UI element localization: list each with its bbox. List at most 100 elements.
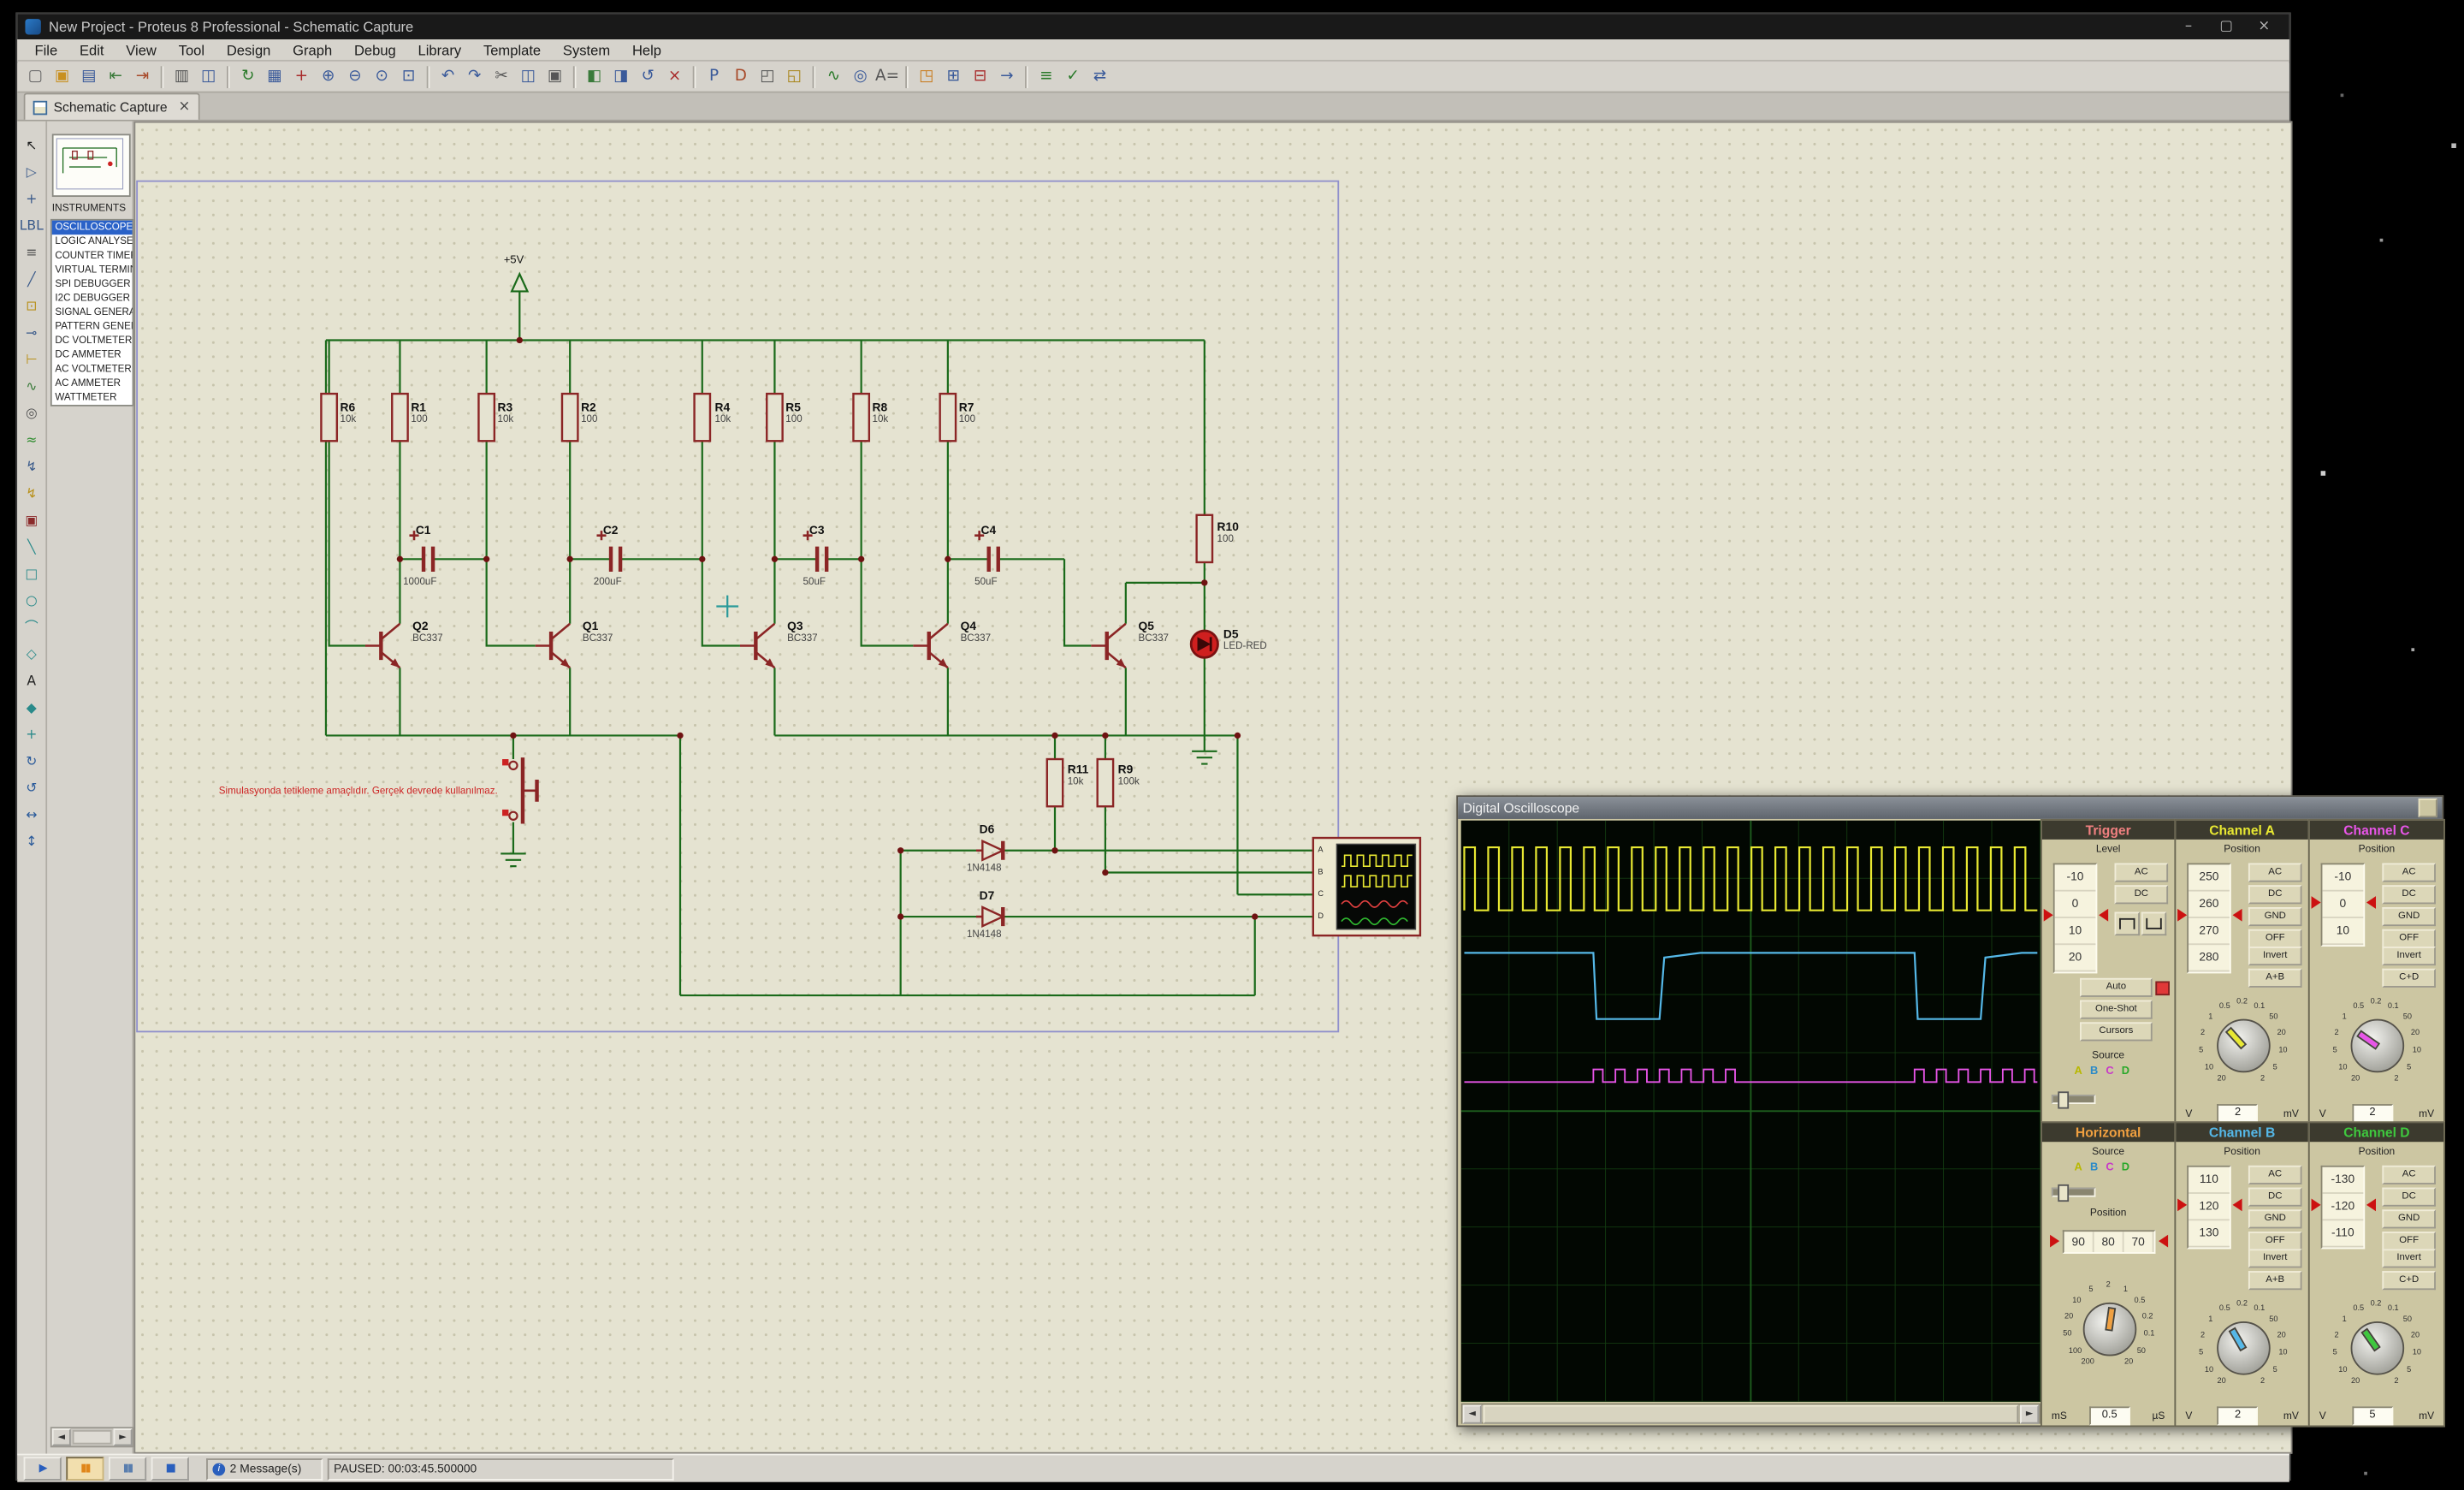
tab-schematic-capture[interactable]: Schematic Capture × [24,93,200,120]
terminals-mode-icon[interactable]: ⊸ [18,321,44,346]
sum-button[interactable]: A+B [2248,969,2302,988]
trigger-level-wheel[interactable]: -1001020 [2053,863,2098,973]
block-copy-icon[interactable]: ◧ [581,64,607,89]
design-explorer-icon[interactable]: ◳ [913,64,939,89]
redo-icon[interactable]: ↷ [461,64,488,89]
component-label[interactable]: R410k [714,400,731,427]
y-mirror-icon[interactable]: ↕ [18,830,44,855]
source-channel-label[interactable]: D [2118,1162,2133,1173]
graph-mode-icon[interactable]: ∿ [18,375,44,400]
coupling-button[interactable]: DC [2382,885,2436,904]
source-channel-label[interactable]: A [2070,1162,2086,1173]
component-label[interactable]: R1110k [1068,763,1089,790]
coupling-button[interactable]: GND [2248,1209,2302,1228]
source-channel-label[interactable]: C [2102,1162,2118,1173]
print-icon[interactable]: ▥ [169,64,195,89]
subcircuit-mode-icon[interactable]: ⊡ [18,294,44,319]
component-label[interactable]: R7100 [959,400,975,427]
make-device-icon[interactable]: D [727,64,754,89]
schematic-overview[interactable] [52,134,131,197]
2d-line-icon[interactable]: ╲ [18,536,44,561]
oscilloscope-titlebar[interactable]: Digital Oscilloscope [1458,797,2442,819]
toggle-grid-icon[interactable]: ▦ [261,64,287,89]
device-pins-mode-icon[interactable]: ⊢ [18,348,44,373]
invert-button[interactable]: Invert [2248,1249,2302,1267]
menu-item[interactable]: Tool [168,40,216,59]
horizontal-source-select[interactable]: ABCD [2070,1162,2134,1173]
coupling-button[interactable]: OFF [2382,929,2436,948]
refresh-display-icon[interactable]: ↻ [234,64,261,89]
coupling-button[interactable]: OFF [2382,1232,2436,1250]
component-label[interactable]: R1100 [411,400,427,427]
coupling-button[interactable]: OFF [2248,929,2302,948]
component-label[interactable]: Q5BC337 [1139,619,1169,646]
one-shot-button[interactable]: One-Shot [2080,1000,2153,1019]
schematic-note[interactable]: Simulasyonda tetikleme amaçlıdır. Gerçek… [219,786,498,797]
buses-mode-icon[interactable]: ╱ [18,268,44,293]
menu-item[interactable]: Graph [281,40,343,59]
coupling-button[interactable]: AC [2115,863,2169,882]
menu-item[interactable]: Design [216,40,281,59]
virtual-instruments-mode-icon[interactable]: ▣ [18,508,44,533]
channel-d-scale-knob[interactable]: 20105210.50.20.150201052 [2319,1290,2433,1404]
component-value[interactable]: 200uF [594,577,622,588]
coupling-button[interactable]: AC [2248,1166,2302,1184]
oscilloscope-scrollbar[interactable]: ◄ ► [1461,1404,2040,1424]
cursors-button[interactable]: Cursors [2080,1022,2153,1041]
scroll-thumb[interactable] [1484,1404,2019,1423]
2d-circle-icon[interactable]: ○ [18,589,44,614]
instrument-item[interactable]: DC VOLTMETER [52,334,133,348]
scroll-right-icon[interactable]: ► [2020,1404,2039,1423]
source-channel-label[interactable]: C [2102,1066,2118,1077]
scroll-left-icon[interactable]: ◄ [1463,1404,1482,1423]
undo-icon[interactable]: ↶ [435,64,461,89]
component-label[interactable]: C3 [809,523,825,537]
channel-a-position-wheel[interactable]: 250260270280 [2187,863,2231,973]
current-probe-mode-icon[interactable]: ↯ [18,482,44,507]
zoom-all-icon[interactable]: ⊙ [369,64,395,89]
rotate-clockwise-icon[interactable]: ↻ [18,750,44,775]
component-mode-icon[interactable]: ▷ [18,161,44,186]
2d-arc-icon[interactable]: ⌒ [18,616,44,641]
packaging-tool-icon[interactable]: ◰ [755,64,781,89]
new-project-icon[interactable]: ▢ [22,64,49,89]
copy-icon[interactable]: ◫ [515,64,542,89]
component-label[interactable]: Q3BC337 [787,619,817,646]
component-label[interactable]: R610k [341,400,357,427]
goto-sheet-icon[interactable]: → [993,64,1020,89]
component-label[interactable]: C2 [603,523,619,537]
cut-icon[interactable]: ✂ [488,64,514,89]
pick-parts-icon[interactable]: P [701,64,727,89]
invert-button[interactable]: Invert [2382,947,2436,965]
tab-close-icon[interactable]: × [179,99,191,115]
property-assignment-icon[interactable]: A= [874,64,900,89]
text-script-mode-icon[interactable]: ≡ [18,241,44,266]
paste-icon[interactable]: ▣ [542,64,568,89]
component-label[interactable]: Q4BC337 [961,619,991,646]
component-label[interactable]: D5LED-RED [1223,626,1267,654]
wire-autorouter-icon[interactable]: ∿ [820,64,847,89]
netlist-transfer-icon[interactable]: ⇄ [1087,64,1113,89]
menu-item[interactable]: File [24,40,68,59]
source-channel-label[interactable]: B [2086,1066,2101,1077]
falling-edge-button[interactable] [2141,912,2166,936]
knob[interactable] [2083,1303,2137,1356]
trigger-source-select[interactable]: ABCD [2070,1066,2134,1077]
component-value[interactable]: 1000uF [403,577,436,588]
coupling-button[interactable]: AC [2382,1166,2436,1184]
menu-item[interactable]: Help [621,40,672,59]
component-label[interactable]: Q2BC337 [412,619,442,646]
knob[interactable] [2217,1019,2271,1073]
coupling-button[interactable]: GND [2382,907,2436,926]
step-button[interactable]: ▮▮ [66,1457,104,1481]
decompose-icon[interactable]: ◱ [781,64,808,89]
component-value[interactable]: 1N4148 [967,863,1002,874]
sum-button[interactable]: A+B [2248,1271,2302,1290]
instrument-item[interactable]: WATTMETER [52,390,133,405]
2d-box-icon[interactable]: □ [18,562,44,587]
coupling-button[interactable]: AC [2248,863,2302,882]
save-project-icon[interactable]: ▤ [75,64,102,89]
trigger-source-slider[interactable] [2052,1095,2096,1104]
knob[interactable] [2351,1019,2405,1073]
coupling-button[interactable]: GND [2382,1209,2436,1228]
